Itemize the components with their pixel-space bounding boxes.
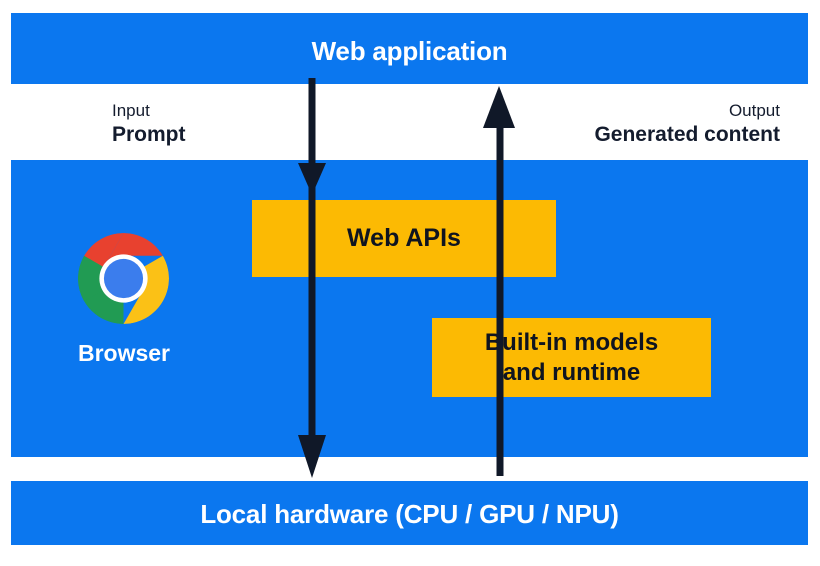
box-builtin-models: Built-in models and runtime xyxy=(432,318,711,397)
chrome-logo-yellow-segment xyxy=(123,255,169,324)
chrome-logo-green-left-segment xyxy=(78,255,104,302)
box-builtin-models-label-line2: and runtime xyxy=(502,358,641,386)
flow-label-output-value: Generated content xyxy=(594,123,780,147)
chrome-logo-red-left-segment xyxy=(84,233,124,290)
layer-web-application-label: Web application xyxy=(311,36,508,66)
layer-local-hardware: Local hardware (CPU / GPU / NPU) xyxy=(11,481,808,545)
chrome-logo-icon xyxy=(78,233,169,324)
flow-label-output: Output Generated content xyxy=(594,101,780,148)
flow-label-input: Input Prompt xyxy=(112,101,186,148)
box-web-apis: Web APIs xyxy=(252,200,556,277)
box-builtin-models-label: Built-in models and runtime xyxy=(485,328,658,387)
layer-web-application: Web application xyxy=(11,13,808,84)
chrome-logo-blue-center xyxy=(103,258,144,299)
box-builtin-models-label-line1: Built-in models xyxy=(484,329,659,357)
flow-label-input-value: Prompt xyxy=(112,123,186,147)
flow-label-output-kind: Output xyxy=(728,101,780,120)
layer-browser-label: Browser xyxy=(77,340,171,366)
box-web-apis-label: Web APIs xyxy=(347,224,461,253)
arrow-up-generated-head xyxy=(483,86,515,128)
flow-label-input-kind: Input xyxy=(112,101,150,120)
layer-local-hardware-label: Local hardware (CPU / GPU / NPU) xyxy=(200,499,619,529)
